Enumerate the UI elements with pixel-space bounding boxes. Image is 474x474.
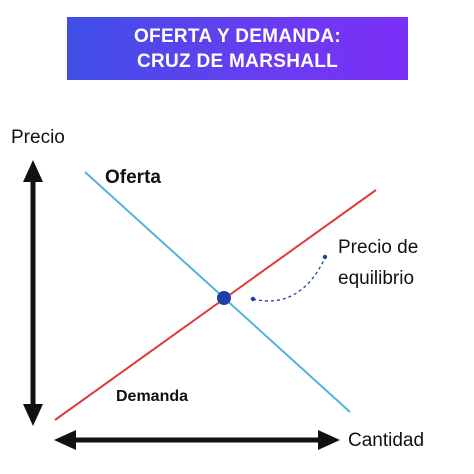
vertical-axis-arrow-up [23,160,43,182]
title-line-1: OFERTA Y DEMANDA: [133,25,342,47]
horizontal-axis [54,430,340,450]
equilibrium-point [217,291,231,305]
blue-curve-line [84,171,351,413]
equilibrium-label-line-1: Precio de [338,237,418,258]
equilibrium-pointer [252,257,326,302]
demand-label: Demanda [116,388,188,405]
equilibrium-pointer-end-dot [322,254,328,260]
vertical-axis-arrow-down [23,404,43,426]
y-axis-label: Precio [11,127,65,148]
title-line-2: CRUZ DE MARSHALL [136,50,339,72]
supply-label: Oferta [105,167,161,188]
title-banner: OFERTA Y DEMANDA: CRUZ DE MARSHALL [67,17,408,80]
horizontal-axis-arrow-right [318,430,340,450]
red-curve-line [54,189,377,421]
vertical-axis [23,160,43,426]
horizontal-axis-arrow-left [54,430,76,450]
equilibrium-label-line-2: equilibrio [338,268,414,289]
equilibrium-pointer-start-dot [250,296,256,302]
x-axis-label: Cantidad [348,430,424,451]
